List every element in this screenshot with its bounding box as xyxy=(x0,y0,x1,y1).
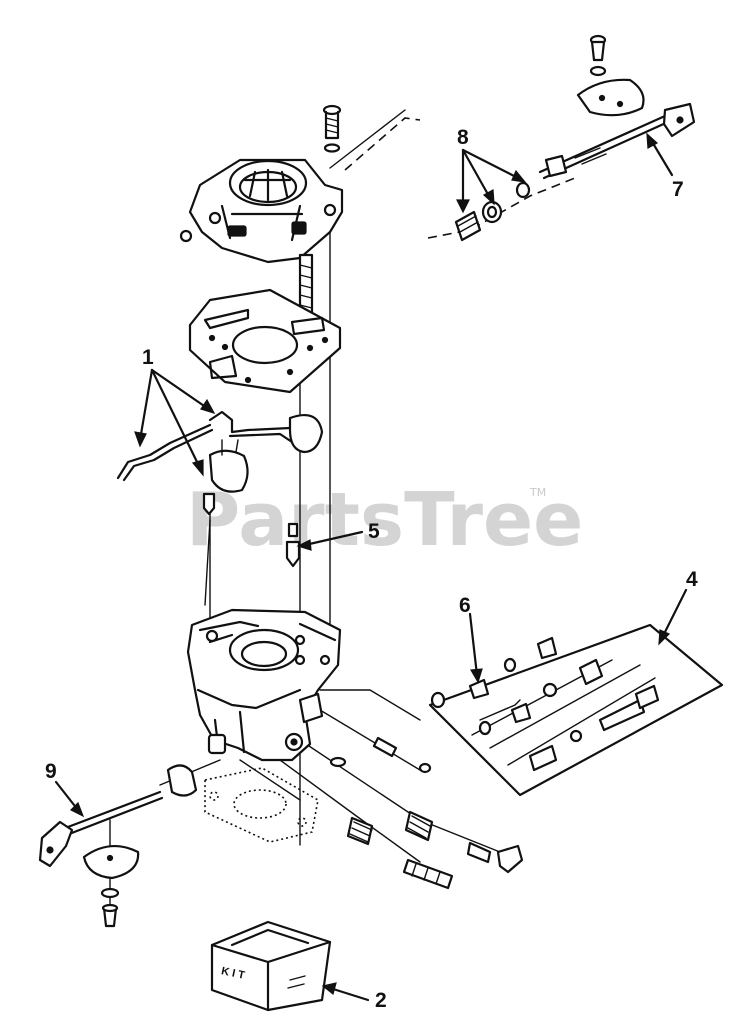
shaft-seals xyxy=(454,181,531,242)
flange-gasket xyxy=(204,767,319,843)
callout-4: 4 xyxy=(686,568,698,591)
watermark: PartsTree TM xyxy=(186,477,583,563)
callout-1: 1 xyxy=(142,346,154,369)
callout-numbers: 1 2 4 5 6 7 8 9 xyxy=(45,126,698,1012)
callout-leaders xyxy=(54,132,688,1002)
callout-7: 7 xyxy=(672,178,684,201)
top-cover-screw xyxy=(322,104,342,153)
float-assembly xyxy=(116,410,324,516)
watermark-trademark: TM xyxy=(529,486,546,499)
main-jet xyxy=(285,522,301,568)
repair-kit-card xyxy=(428,623,724,797)
carburetor-body xyxy=(186,608,342,762)
callout-2: 2 xyxy=(375,989,387,1012)
throttle-plate-shaft xyxy=(538,34,696,180)
watermark-text: PartsTree xyxy=(186,477,583,563)
bowl-gasket xyxy=(188,288,342,394)
callout-9: 9 xyxy=(45,760,57,783)
choke-shaft xyxy=(38,764,198,928)
callout-5: 5 xyxy=(368,520,380,543)
callout-6: 6 xyxy=(459,594,471,617)
kit-box: KIT xyxy=(210,920,332,1012)
callout-8: 8 xyxy=(457,126,469,149)
adjusting-needles xyxy=(329,736,524,890)
carburetor-top-cover xyxy=(179,158,344,264)
kit-box-label: KIT xyxy=(220,965,249,982)
